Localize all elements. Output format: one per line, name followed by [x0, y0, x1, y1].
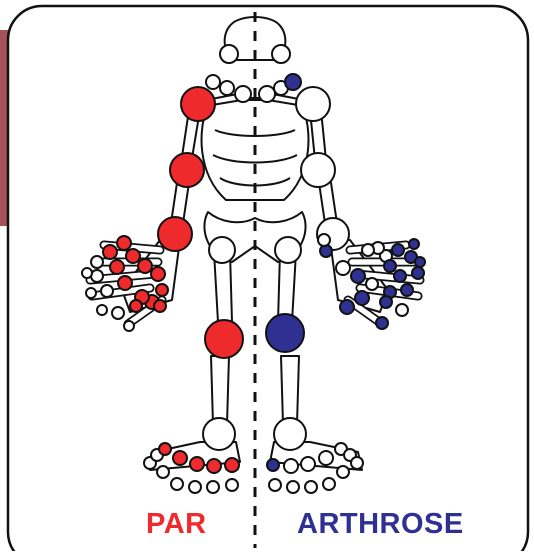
left-dip-joint: [97, 305, 107, 315]
left-knee-joint: [205, 320, 243, 358]
right-toe-ip-joint: [351, 457, 363, 469]
left-mtp-joint: [159, 443, 171, 455]
right-mcp-joint: [318, 234, 330, 246]
right-toe-ip-joint: [301, 457, 315, 471]
left-dip-joint: [112, 307, 124, 319]
left-dip-joint: [86, 288, 96, 298]
left-elbow-joint: [170, 153, 204, 187]
left-mtp-joint: [190, 457, 204, 471]
right-sternoclavicular-joint: [259, 86, 275, 102]
left-pip-joint: [118, 276, 132, 290]
left-ankle-joint: [203, 418, 235, 450]
left-mcp-joint: [117, 236, 131, 250]
left-shoulder-joint: [181, 87, 215, 121]
right-dip-joint: [415, 257, 425, 267]
right-toe-ip-joint: [287, 481, 299, 493]
left-mcp-joint: [156, 284, 168, 296]
right-pip-joint: [384, 260, 396, 272]
right-hip-joint: [275, 237, 301, 263]
right-toe-ip-joint: [305, 481, 317, 493]
right-toe-ip-joint: [337, 466, 349, 478]
left-toe-ip-joint: [157, 466, 169, 478]
label-left: PAR: [146, 508, 207, 541]
right-mcp-joint: [366, 278, 378, 290]
right-pip-joint: [380, 296, 392, 308]
left-toe-ip-joint: [226, 479, 238, 491]
left-dip-joint: [91, 256, 103, 268]
left-mtp-joint: [207, 459, 221, 473]
left-pip-joint: [103, 245, 117, 259]
left-pip-joint: [110, 260, 124, 274]
left-toe-ip-joint: [207, 481, 219, 493]
right-dip-joint: [392, 244, 404, 256]
left-mcp-joint: [151, 267, 165, 281]
left-sternoclavicular-joint: [206, 75, 220, 89]
right-dip-joint: [340, 300, 354, 314]
right-dip-joint: [376, 317, 388, 329]
left-sternoclavicular-joint: [220, 81, 234, 95]
right-ankle-joint: [274, 418, 306, 450]
label-right: ARTHROSE: [297, 508, 464, 541]
right-toe-ip-joint: [319, 451, 333, 465]
left-dip-joint: [101, 285, 113, 297]
right-cmc-thumb-joint: [320, 245, 332, 257]
left-toe-ip-joint: [171, 478, 183, 490]
right-pip-joint: [401, 284, 413, 296]
right-mcp-joint: [362, 244, 374, 256]
right-acromioclavicular-joint: [285, 74, 301, 90]
left-pip-joint: [130, 300, 142, 312]
left-toe-ip-joint: [189, 481, 201, 493]
left-sternoclavicular-joint: [220, 45, 238, 63]
right-dip-joint: [409, 239, 419, 249]
left-mtp-joint: [173, 451, 187, 465]
shin-right: [281, 356, 299, 424]
left-hip-joint: [209, 237, 235, 263]
left-mcp-joint: [138, 259, 152, 273]
right-dip-joint: [412, 267, 424, 279]
left-dip-joint: [82, 268, 92, 278]
left-wrist-joint: [158, 217, 192, 251]
right-mcp-joint: [396, 304, 408, 316]
right-knee-joint: [266, 314, 304, 352]
right-sternoclavicular-joint: [272, 45, 290, 63]
right-elbow-joint: [301, 153, 335, 187]
right-mcp-joint: [336, 261, 350, 275]
right-first-mtp-joint: [267, 459, 279, 471]
left-pip-joint: [154, 300, 166, 312]
left-dip-joint: [124, 321, 134, 331]
right-toe-ip-joint: [323, 478, 335, 490]
left-mcp-joint: [126, 249, 140, 263]
right-toe-ip-joint: [284, 459, 298, 473]
left-sternoclavicular-joint: [235, 86, 251, 102]
right-pip-joint: [394, 270, 406, 282]
right-shoulder-joint: [296, 87, 330, 121]
right-pip-joint: [351, 269, 365, 283]
right-pip-joint: [355, 291, 369, 305]
shin-left: [211, 356, 229, 424]
left-mtp-joint: [225, 458, 239, 472]
right-toe-ip-joint: [269, 479, 281, 491]
